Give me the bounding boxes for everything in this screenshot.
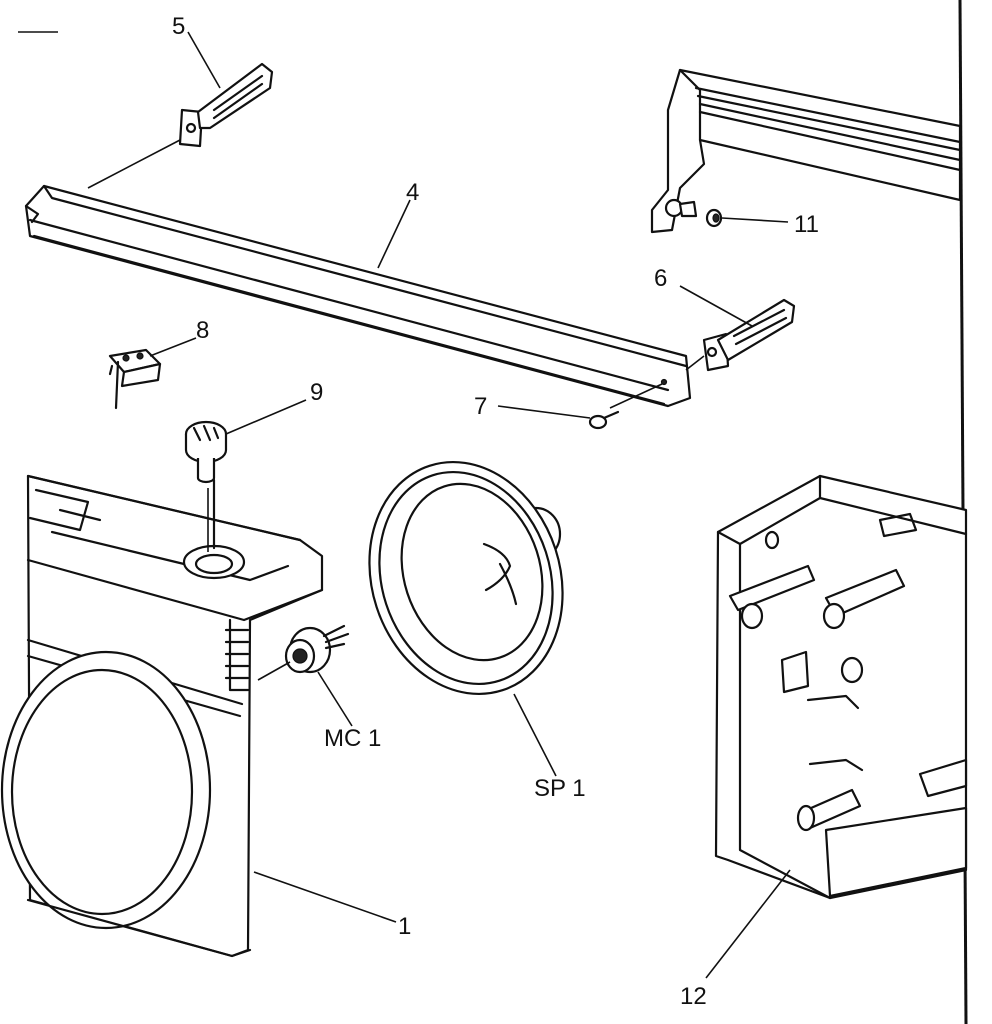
callout-5: 5 (172, 13, 185, 40)
callout-labels: 5 4 11 6 8 9 7 MC 1 SP 1 1 12 (172, 13, 819, 1010)
part-8-switch (108, 348, 162, 410)
part-11-washer (705, 208, 723, 228)
leader-12 (705, 869, 791, 979)
leader-6b (685, 355, 705, 371)
leader-8 (149, 337, 197, 357)
leader-7 (497, 405, 591, 419)
part-12-rear-cabinet (714, 474, 968, 900)
leader-5 (187, 31, 221, 89)
callout-8: 8 (196, 317, 209, 344)
leader-lines (87, 31, 791, 979)
leader-9 (225, 399, 307, 435)
callout-mc1: MC 1 (324, 725, 381, 752)
leader-11 (721, 217, 789, 223)
part-9-knob (184, 420, 228, 484)
leader-sp1 (513, 693, 557, 777)
leader-mc1b (257, 661, 291, 681)
leader-5b (87, 139, 181, 189)
part-mc1-microphone (284, 624, 350, 674)
callout-1: 1 (398, 913, 411, 940)
part-6-bracket (702, 298, 796, 372)
leader-6 (679, 285, 753, 327)
part-4-rail (24, 184, 692, 408)
callout-11: 11 (794, 211, 819, 238)
part-7-screw (588, 410, 620, 430)
leader-1 (253, 871, 397, 923)
callout-4: 4 (406, 179, 419, 206)
callout-sp1: SP 1 (534, 775, 586, 802)
callout-12: 12 (680, 983, 707, 1010)
part-1-front-cabinet (0, 474, 324, 958)
callout-9: 9 (310, 379, 323, 406)
leader-7b (609, 383, 663, 409)
leader-4 (377, 199, 411, 269)
handle-frame (650, 68, 962, 234)
callout-6: 6 (654, 265, 667, 292)
part-5-bracket (178, 62, 274, 148)
leader-mc1 (317, 671, 353, 727)
callout-7: 7 (474, 393, 487, 420)
part-sp1-speaker (368, 460, 564, 696)
